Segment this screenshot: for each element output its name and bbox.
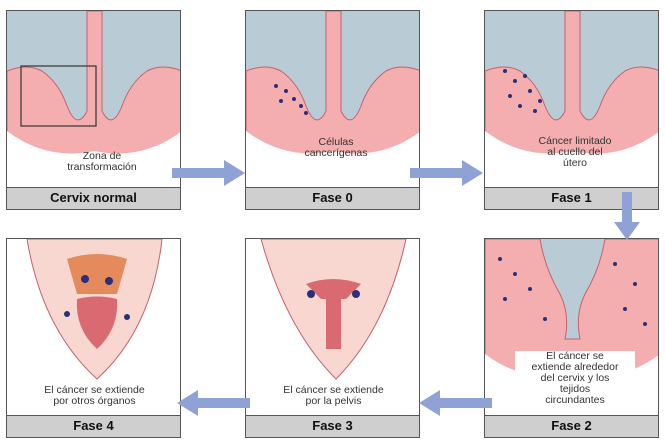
label-fase-0: Fase 0: [246, 187, 419, 209]
panel-fase-1: Cáncer limitado al cuello del útero Fase…: [484, 10, 659, 210]
arrow-down: [612, 192, 642, 242]
label-fase-4: Fase 4: [7, 415, 180, 437]
note-fase-4: El cáncer se extiende por otros órganos: [12, 385, 177, 407]
panel-fase-3: El cáncer se extiende por la pelvis Fase…: [245, 238, 420, 438]
note-cancer-limitado: Cáncer limitado al cuello del útero: [525, 136, 625, 169]
arrow-left-2: [176, 388, 251, 418]
arrow-left-1: [418, 388, 493, 418]
panel-fase-2: El cáncer se extiende alrededor del cerv…: [484, 238, 659, 438]
panel-cervix-normal: Zona de transformación Cervix normal: [6, 10, 181, 210]
panel-fase-0: Células cancerígenas Fase 0: [245, 10, 420, 210]
note-fase-2: El cáncer se extiende alrededor del cerv…: [515, 351, 635, 406]
panel-fase-4: El cáncer se extiende por otros órganos …: [6, 238, 181, 438]
note-celulas-cancerigenas: Células cancerígenas: [286, 137, 386, 159]
fase-0-illustration: [246, 11, 420, 189]
arrow-right-2: [410, 158, 485, 188]
note-fase-3: El cáncer se extiende por la pelvis: [251, 385, 416, 407]
note-zona-transformacion: Zona de transformación: [52, 151, 152, 173]
label-fase-3: Fase 3: [246, 415, 419, 437]
label-cervix-normal: Cervix normal: [7, 187, 180, 209]
arrow-right-1: [172, 158, 247, 188]
label-fase-2: Fase 2: [485, 415, 658, 437]
